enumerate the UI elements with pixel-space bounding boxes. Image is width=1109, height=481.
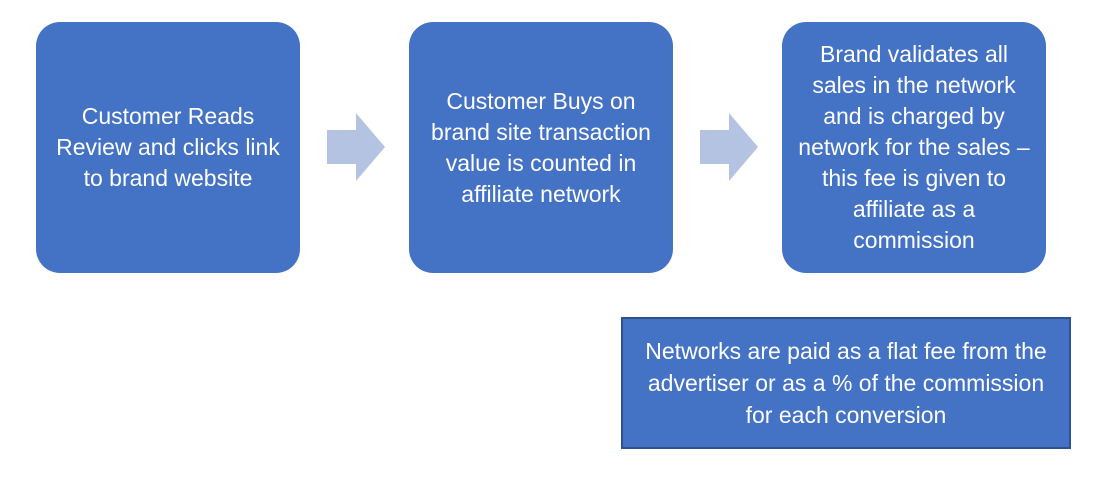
network-payment-note: Networks are paid as a flat fee from the… (621, 317, 1071, 449)
note-text: Networks are paid as a flat fee from the… (645, 338, 1047, 428)
step-2-box: Customer Buys on brand site transaction … (409, 22, 673, 273)
step-3-box: Brand validates all sales in the network… (782, 22, 1046, 273)
step-3-text: Brand validates all sales in the network… (798, 41, 1030, 253)
step-1-box: Customer Reads Review and clicks link to… (36, 22, 300, 273)
step-2-text: Customer Buys on brand site transaction … (431, 87, 651, 207)
right-arrow-icon (700, 113, 758, 181)
step-1-text: Customer Reads Review and clicks link to… (56, 103, 280, 191)
right-arrow-icon (327, 113, 385, 181)
